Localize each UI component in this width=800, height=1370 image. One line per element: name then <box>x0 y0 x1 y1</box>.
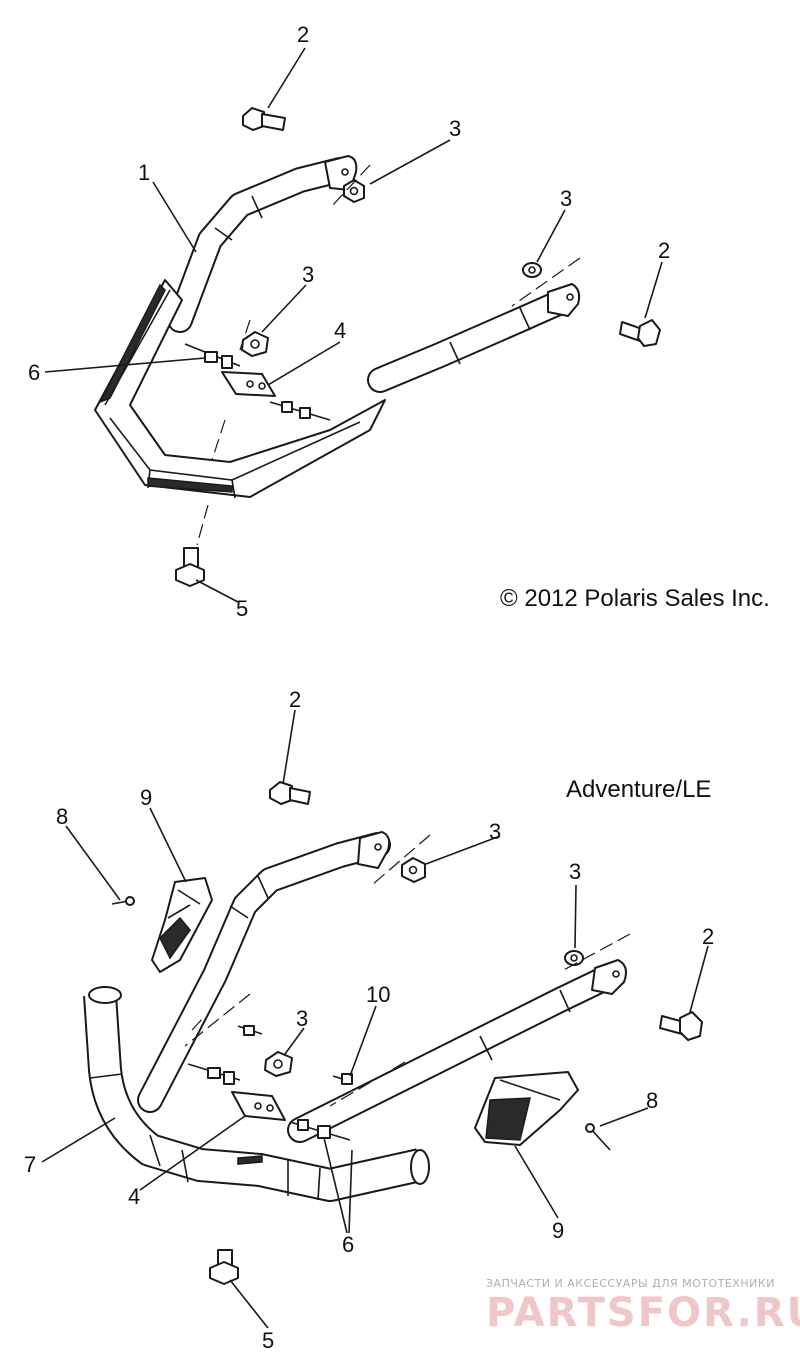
callout-2: 2 <box>702 924 714 949</box>
callout-3: 3 <box>296 1006 308 1031</box>
nut-center-bottom <box>264 1051 293 1077</box>
nut-top-right <box>343 179 365 203</box>
callout-9: 9 <box>140 785 152 810</box>
callout-3: 3 <box>449 116 461 141</box>
guard-block-right <box>474 1071 579 1146</box>
callout-7: 7 <box>24 1152 36 1177</box>
callout-10: 10 <box>366 982 390 1007</box>
callout-3: 3 <box>302 262 314 287</box>
callout-1: 1 <box>138 160 150 185</box>
callout-2: 2 <box>658 238 670 263</box>
guard-block-left <box>151 877 213 973</box>
screw-left <box>111 896 135 906</box>
callout-8: 8 <box>646 1088 658 1113</box>
bolt-top-left <box>242 107 286 131</box>
bolt-bottom <box>175 547 205 587</box>
watermark: ЗАПЧАСТИ И АКСЕССУАРЫ ДЛЯ МОТОТЕХНИКИ PA… <box>486 1277 800 1336</box>
bolt-bottom-left <box>269 781 311 805</box>
rivets-top <box>184 343 331 421</box>
copyright: © 2012 Polaris Sales Inc. <box>500 585 770 612</box>
callout-2: 2 <box>297 22 309 47</box>
bottom-assembly: Adventure/LE <box>24 687 714 1353</box>
nut-bottom-right <box>401 857 426 883</box>
watermark-subtitle: ЗАПЧАСТИ И АКСЕССУАРЫ ДЛЯ МОТОТЕХНИКИ <box>486 1277 775 1290</box>
front-loop-tube <box>83 986 430 1202</box>
callout-4: 4 <box>334 318 346 343</box>
callout-2: 2 <box>289 687 301 712</box>
washer-right <box>522 262 542 278</box>
section-label: Adventure/LE <box>566 776 711 803</box>
callout-3: 3 <box>489 819 501 844</box>
bolt-bottom-5 <box>209 1249 239 1285</box>
front-guard <box>94 279 386 499</box>
watermark-brand: PARTSFOR.RU <box>486 1290 800 1336</box>
bolt-bottom-right <box>659 1011 703 1041</box>
callout-5: 5 <box>262 1328 274 1353</box>
washer-bottom-right <box>564 950 584 966</box>
callout-5: 5 <box>236 596 248 621</box>
rivet-10 <box>332 1073 353 1085</box>
callout-6: 6 <box>342 1232 354 1257</box>
callout-8: 8 <box>56 804 68 829</box>
nut-center <box>241 331 269 357</box>
adventure-bumper-bar <box>137 831 627 1143</box>
callout-9: 9 <box>552 1218 564 1243</box>
top-assembly: 2 1 3 3 2 3 4 6 5 © 2012 Polaris Sales I… <box>28 22 770 621</box>
callout-3: 3 <box>569 859 581 884</box>
callout-6: 6 <box>28 360 40 385</box>
bumper-bar <box>167 155 581 393</box>
rivets-bottom <box>187 1025 351 1141</box>
bracket <box>221 371 276 397</box>
screw-right <box>585 1123 611 1151</box>
callout-3: 3 <box>560 186 572 211</box>
bracket-bottom <box>231 1091 286 1121</box>
callout-4: 4 <box>128 1184 140 1209</box>
bolt-top-right <box>619 319 661 347</box>
